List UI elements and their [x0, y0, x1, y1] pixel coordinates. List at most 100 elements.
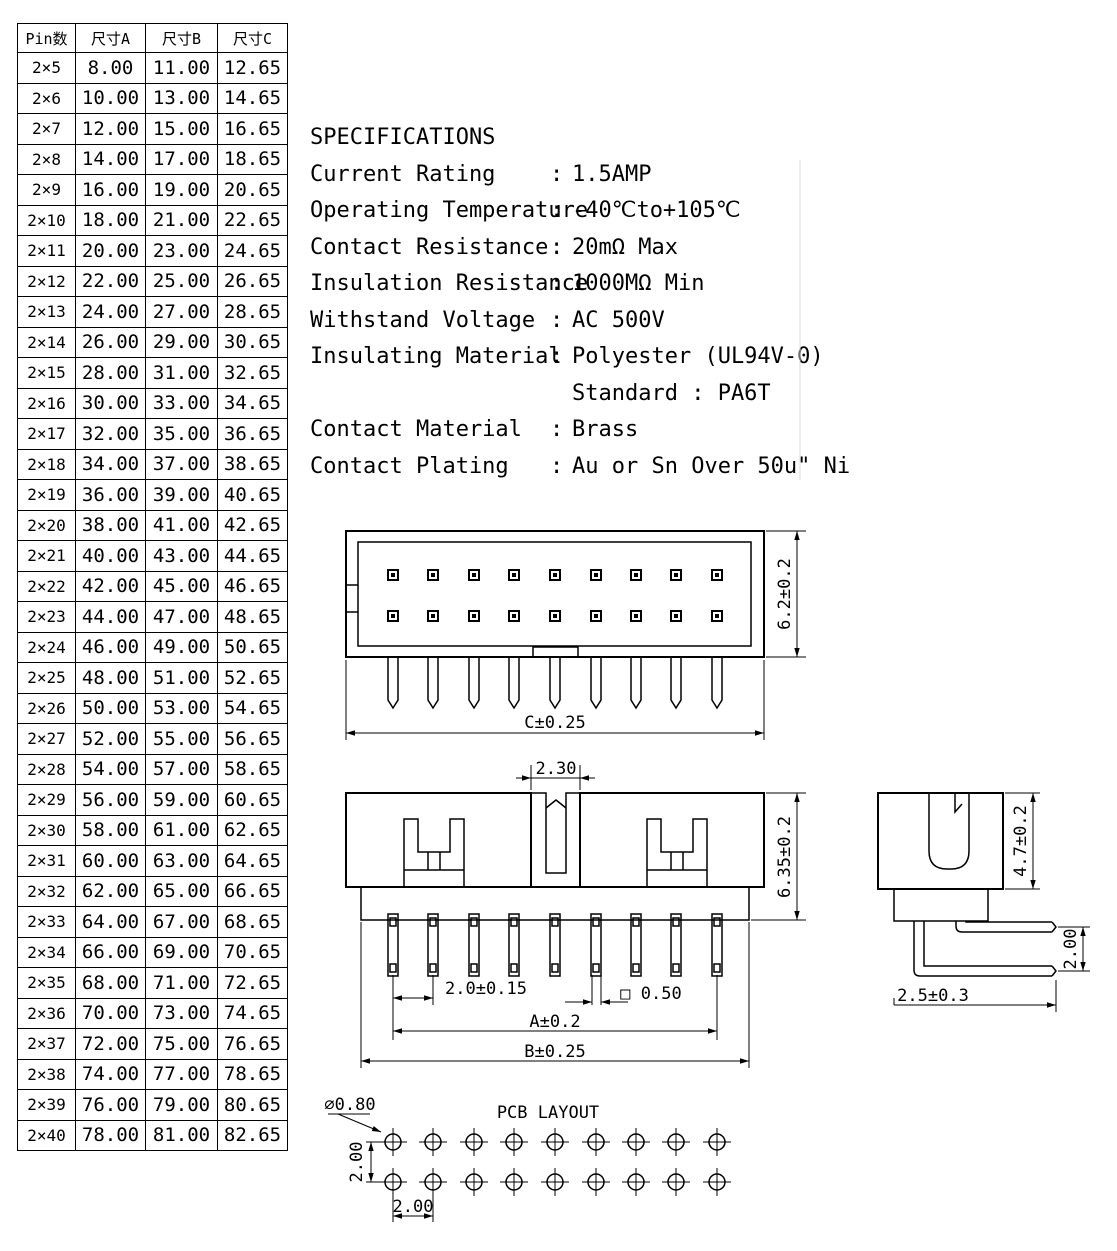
top-pin-core [512, 573, 516, 577]
top-pin-core [634, 614, 638, 618]
front-pin-foot [429, 963, 437, 973]
cell-dim-c: 28.65 [217, 296, 288, 328]
front-pin-foot [632, 963, 640, 973]
cell-dim-c: 22.65 [217, 204, 288, 236]
cell-dim-c: 14.65 [217, 82, 288, 114]
top-pin [468, 569, 480, 581]
spec-label: Withstand Voltage [310, 307, 536, 333]
cell-pin-count: 2×35 [17, 967, 76, 999]
front-pin-tip [672, 917, 680, 927]
cell-pin-count: 2×36 [17, 997, 76, 1029]
top-pin [549, 569, 561, 581]
cell-pin-count: 2×9 [17, 174, 76, 206]
spec-value: -40℃to+105℃ [572, 198, 741, 223]
top-pin [549, 610, 561, 622]
front-pin-foot [389, 963, 397, 973]
front-pin [670, 913, 682, 977]
cell-dim-a: 24.00 [75, 296, 146, 328]
spec-label: Operating Temperature [310, 198, 589, 223]
spec-separator: : [550, 453, 564, 479]
cell-dim-b: 55.00 [145, 723, 218, 755]
cell-dim-c: 34.65 [217, 387, 288, 419]
spec-separator: : [550, 161, 564, 187]
cell-pin-count: 2×40 [17, 1119, 76, 1151]
top-pin [387, 610, 399, 622]
top-pin [630, 610, 642, 622]
spec-label: Contact Plating [310, 453, 509, 479]
cell-pin-count: 2×28 [17, 753, 76, 785]
front-pin-tip [389, 917, 397, 927]
cell-pin-count: 2×32 [17, 875, 76, 907]
top-pin-core [472, 573, 476, 577]
cell-dim-b: 33.00 [145, 387, 218, 419]
cell-dim-a: 20.00 [75, 235, 146, 267]
cell-dim-b: 47.00 [145, 601, 218, 633]
pin-tail [468, 657, 480, 710]
header-pin-count: Pin数 [17, 23, 76, 53]
spec-label: Insulating Material [310, 344, 562, 369]
front-pin-tip [470, 917, 478, 927]
front-pin-tip [713, 917, 721, 927]
spec-value: AC 500V [572, 307, 665, 333]
cell-pin-count: 2×18 [17, 448, 76, 480]
cell-dim-c: 44.65 [217, 540, 288, 572]
specifications-title: SPECIFICATIONS [310, 125, 496, 150]
top-pin [468, 610, 480, 622]
cell-pin-count: 2×37 [17, 1028, 76, 1060]
spec-value: Polyester (UL94V-0) [572, 344, 824, 369]
pcb-layout [328, 1113, 731, 1222]
pin-tail [630, 657, 642, 710]
spec-row: Withstand Voltage:AC 500V [310, 303, 850, 340]
dim-side-height: 4.7±0.2 [1011, 805, 1031, 877]
spec-row: Operating Temperature:-40℃to+105℃ [310, 193, 850, 230]
top-pin-core [594, 614, 598, 618]
top-pin [508, 610, 520, 622]
spec-value: Standard : PA6T [572, 380, 771, 406]
top-pin-core [391, 573, 395, 577]
cell-dim-a: 48.00 [75, 662, 146, 694]
top-pin-core [674, 573, 678, 577]
cell-dim-b: 29.00 [145, 326, 218, 358]
cell-dim-c: 32.65 [217, 357, 288, 389]
cell-dim-b: 79.00 [145, 1089, 218, 1121]
pcb-layout-title: PCB LAYOUT [497, 1103, 599, 1123]
cell-dim-c: 12.65 [217, 52, 288, 84]
cell-dim-c: 48.65 [217, 601, 288, 633]
cell-dim-b: 67.00 [145, 906, 218, 938]
cell-dim-a: 18.00 [75, 204, 146, 236]
cell-pin-count: 2×20 [17, 509, 76, 541]
cell-dim-a: 40.00 [75, 540, 146, 572]
cell-pin-count: 2×6 [17, 82, 76, 114]
cell-dim-b: 77.00 [145, 1058, 218, 1090]
cell-dim-a: 58.00 [75, 814, 146, 846]
front-view [345, 765, 806, 1068]
top-pin-core [594, 573, 598, 577]
cell-dim-a: 74.00 [75, 1058, 146, 1090]
front-pin-foot [713, 963, 721, 973]
cell-dim-c: 68.65 [217, 906, 288, 938]
spec-label: Current Rating [310, 161, 496, 187]
spec-row: Insulation Resistance:1000MΩ Min [310, 266, 850, 303]
cell-dim-b: 49.00 [145, 631, 218, 663]
cell-dim-b: 15.00 [145, 113, 218, 145]
cell-dim-c: 46.65 [217, 570, 288, 602]
front-pin [549, 913, 561, 977]
cell-dim-a: 44.00 [75, 601, 146, 633]
cell-pin-count: 2×10 [17, 204, 76, 236]
top-pin [711, 610, 723, 622]
cell-pin-count: 2×8 [17, 143, 76, 175]
cell-dim-c: 20.65 [217, 174, 288, 206]
cell-dim-b: 65.00 [145, 875, 218, 907]
cell-pin-count: 2×26 [17, 692, 76, 724]
top-pin-core [512, 614, 516, 618]
top-pin-core [553, 614, 557, 618]
cell-dim-b: 69.00 [145, 936, 218, 968]
top-pin-core [553, 573, 557, 577]
